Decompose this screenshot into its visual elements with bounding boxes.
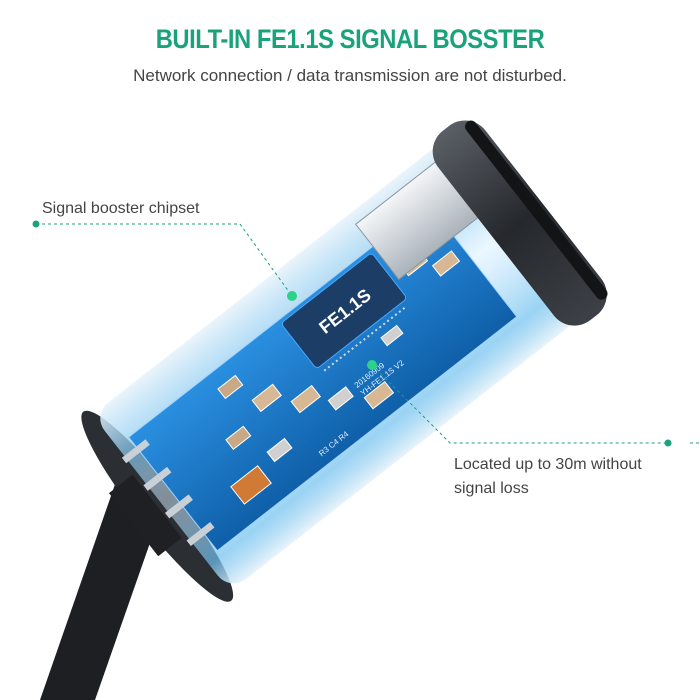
callout-dot <box>32 220 40 228</box>
connector-pins <box>121 439 215 546</box>
page-title: BUILT-IN FE1.1S SIGNAL BOSSTER <box>155 24 545 54</box>
callout-dot <box>287 291 297 301</box>
callout-dot <box>664 439 672 447</box>
smd-components <box>217 249 461 505</box>
page-subtitle: Network connection / data transmission a… <box>133 66 567 85</box>
callout-range: Located up to 30m without signal loss <box>454 456 642 497</box>
callout-chipset: Signal booster chipset <box>42 200 200 217</box>
callout-dot <box>367 360 377 370</box>
end-cap <box>432 120 607 326</box>
callout-lines <box>36 223 700 444</box>
cable <box>40 470 165 700</box>
pcb-board <box>127 202 518 552</box>
chip-fe11s <box>281 253 407 368</box>
